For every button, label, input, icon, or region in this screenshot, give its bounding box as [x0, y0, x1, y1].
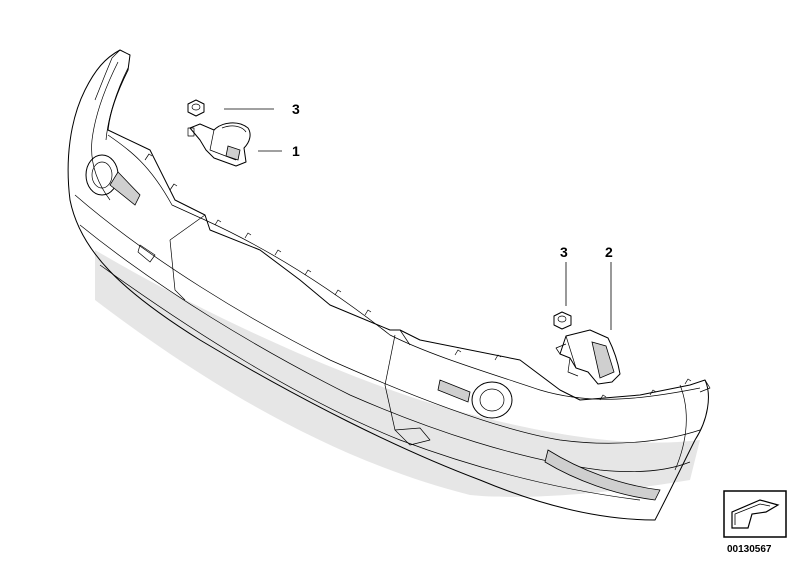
- callout-3a: 3: [292, 101, 300, 117]
- right-lower-vent: [544, 449, 661, 501]
- callout-1: 1: [292, 143, 300, 159]
- left-marker-opening: [137, 244, 156, 263]
- diagram-number: 00130567: [727, 544, 772, 555]
- part-1-bracket-left: [187, 122, 251, 167]
- part-3-nut-upper: [187, 99, 205, 117]
- front-bumper-panel: [67, 49, 711, 521]
- part-2-bracket-right: [555, 329, 621, 385]
- callout-3b: 3: [560, 244, 568, 260]
- navigation-arrow-icon[interactable]: [723, 490, 787, 538]
- top-edge-clips: [144, 153, 692, 401]
- leader-lines: [224, 108, 612, 330]
- part-3-nut-lower: [553, 311, 572, 330]
- callout-2: 2: [605, 244, 613, 260]
- left-fog-lamp: [85, 154, 141, 206]
- right-fog-lamp: [437, 379, 513, 419]
